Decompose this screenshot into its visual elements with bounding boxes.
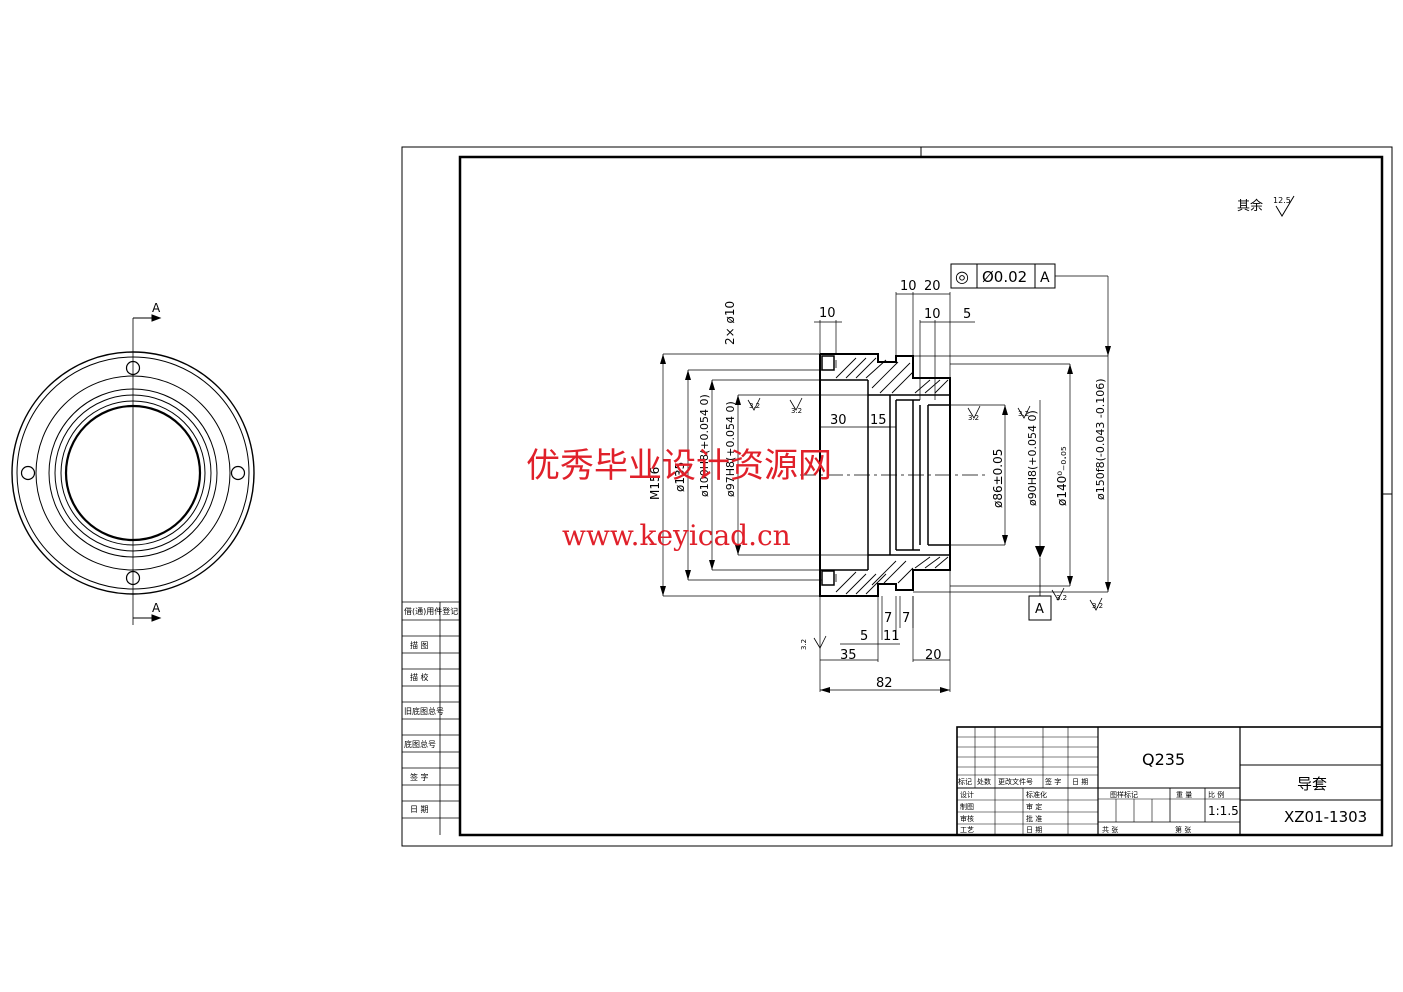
roughness-other-label: 其余 [1237,198,1263,214]
dim-top-10c: 10 [924,307,941,322]
sheet-outer-border [401,146,1393,847]
bolt-hole-right [230,465,246,481]
material: Q235 [1142,750,1185,769]
end-view [11,314,255,625]
signer-4: 工艺 [960,826,974,834]
left-record-block [402,601,460,835]
left-row-4: 旧底图总号 [404,706,444,716]
left-row-5: 底图总号 [404,739,436,749]
drawing-no: XZ01-1303 [1284,808,1367,826]
roughness-value-7: 3.2 [800,639,808,650]
rev-header-3: 更改文件号 [998,777,1033,786]
section-label-bottom: A [152,601,161,615]
scale-label: 比 例 [1208,790,1224,799]
roughness-value-2: 3.2 [791,407,802,415]
section-label-top: A [152,301,161,315]
dim-d140: ø140⁰₋₀.₀₅ [1055,446,1069,506]
watermark-title: 优秀毕业设计资源网 [526,446,832,486]
dim-bot-35: 35 [840,648,857,663]
dimension-lines [662,275,1109,692]
left-row-1: 借(通)用件登记 [404,606,458,616]
left-row-6: 签 字 [410,772,429,782]
dim-d150: ø150f8(-0.043 -0.106) [1094,378,1107,500]
roughness-other-value: 12.5 [1273,196,1291,205]
rev-header-1: 标记 [958,777,972,786]
signer-right-1: 标准化 [1026,790,1047,799]
dim-top-5: 5 [963,307,971,322]
part-name: 导套 [1297,775,1327,793]
dim-holes: 2× ø10 [723,301,737,345]
roughness-value-1: 3.2 [749,402,760,410]
tolerance-value: Ø0.02 [982,268,1027,286]
roughness-value-6: 3.2 [1092,602,1103,610]
dim-d86: ø86±0.05 [991,449,1005,508]
dim-d100: ø100H8(+0.054 0) [698,394,711,497]
dim-thread: M156 [648,467,662,500]
sheets-label: 共 张 [1102,825,1118,834]
dim-mid-30: 30 [830,413,847,428]
dim-d135: ø135 [673,462,687,492]
hatch-top [835,357,949,394]
dim-bot-7a: 7 [884,611,892,626]
dim-d97: ø97H8(+0.054 0) [724,401,737,497]
watermark-url: www.keyicad.cn [562,519,791,552]
tolerance-frame [950,263,1056,289]
signer-2: 制图 [960,802,974,811]
dim-bot-5: 5 [860,629,868,644]
roughness-marks [747,397,1103,649]
dim-top-10a: 10 [819,306,836,321]
datum-box [1028,595,1052,621]
sheet-label: 第 张 [1175,825,1191,834]
roughness-value-5: 3.2 [1056,594,1067,602]
signer-3: 审核 [960,814,974,823]
dim-bot-11: 11 [883,629,900,644]
rev-header-4: 签 字 [1045,777,1061,786]
arrowheads [660,346,1111,693]
roughness-value-3: 3.2 [968,414,979,422]
dim-d90: ø90H8(+0.054 0) [1026,410,1039,506]
rev-header-5: 日 期 [1072,778,1088,786]
title-block-grid [956,726,1383,836]
hatch-bottom [835,556,949,595]
left-row-3: 描 校 [410,672,429,682]
left-row-7: 日 期 [410,805,429,814]
dim-top-20: 20 [924,279,941,294]
bolt-hole-left [20,465,36,481]
dim-mid-15: 15 [870,413,887,428]
rev-header-2: 处数 [977,777,991,786]
signer-right-3: 批 准 [1026,814,1042,823]
weight-label: 重 量 [1176,791,1192,799]
tolerance-datum: A [1040,270,1050,286]
roughness-value-4: 3.2 [1018,410,1029,418]
dim-bot-7b: 7 [902,611,910,626]
signer-right-4: 日 期 [1026,826,1042,834]
dim-bot-20: 20 [925,648,942,663]
sheet-inner-frame [458,155,1384,837]
dim-top-10b: 10 [900,279,917,294]
signer-1: 设计 [960,790,974,799]
stage-label: 图样标记 [1110,790,1138,799]
roughness-other-symbol [1275,195,1295,217]
datum-label: A [1035,602,1044,617]
dim-bot-82: 82 [876,676,893,691]
scale: 1:1.5 [1208,804,1239,818]
signer-right-2: 审 定 [1026,802,1042,811]
left-row-2: 描 图 [410,640,429,650]
tolerance-symbol: ◎ [955,267,969,286]
